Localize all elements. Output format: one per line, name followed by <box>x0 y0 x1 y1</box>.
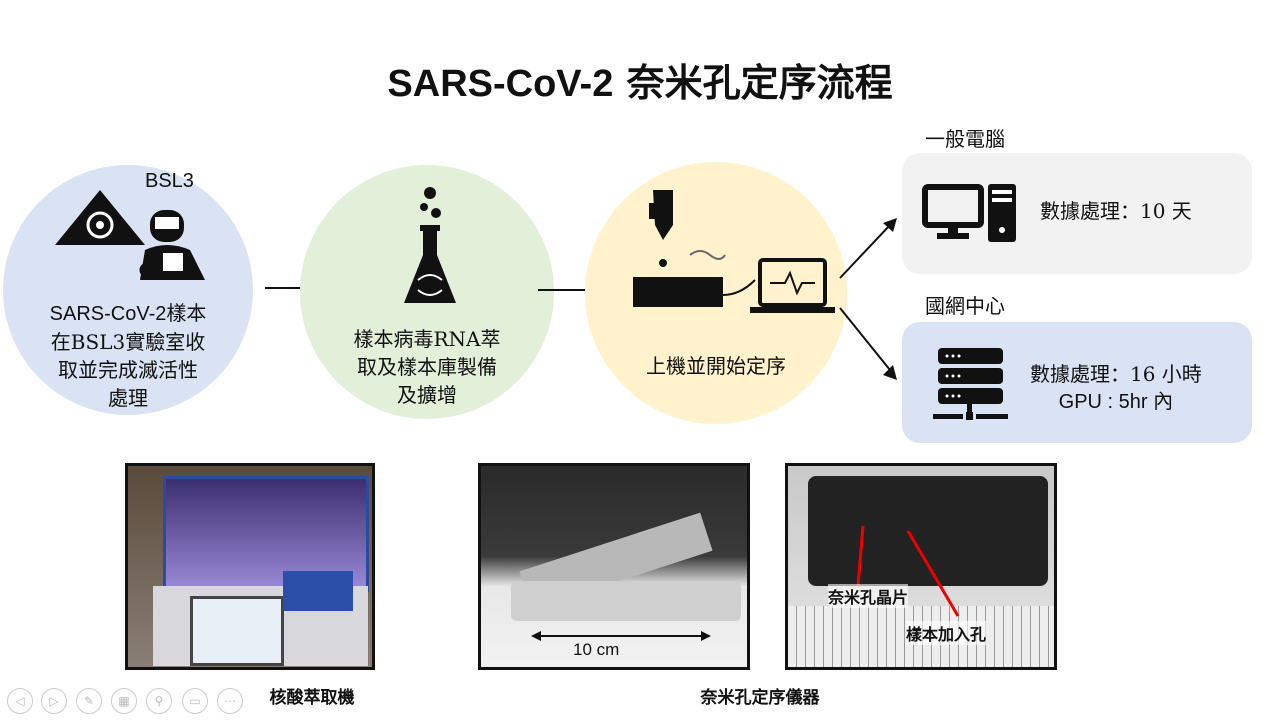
nchc-processing-text: 數據處理：16 小時 <box>1030 362 1202 386</box>
scale-arrow <box>531 631 711 641</box>
step-bsl3 <box>3 165 253 415</box>
photo-nanopore-sequencer: 10 cm <box>478 463 750 670</box>
sample-port-label: 樣本加入孔 <box>906 621 987 645</box>
prev-slide-button[interactable]: ◁ <box>7 688 33 714</box>
caption-sequencer: 奈米孔定序儀器 <box>700 688 820 708</box>
photo-extraction-machine <box>125 463 375 670</box>
server-icon <box>933 348 1008 420</box>
output-pc-box <box>902 153 1252 274</box>
step1-line: 取並完成滅活性 <box>58 358 198 382</box>
desktop-computer-icon <box>922 184 1016 242</box>
step1-line: 處理 <box>108 386 148 410</box>
pen-tool-button[interactable]: ✎ <box>76 688 102 714</box>
flow-cell-label: 奈米孔晶片 <box>828 584 909 608</box>
title-zh: 奈米孔定序流程 <box>613 60 893 105</box>
branch-arrows <box>839 218 897 380</box>
title-en: SARS-CoV-2 <box>387 63 614 105</box>
flask-icon <box>404 187 456 303</box>
subtitles-button[interactable]: ▭ <box>182 688 208 714</box>
zoom-button[interactable]: ⚲ <box>146 688 172 714</box>
step1-line: SARS-CoV-2樣本 <box>49 303 207 325</box>
bsl3-badge: BSL3 <box>145 170 194 192</box>
output-heading-nchc: 國網中心 <box>925 294 1005 318</box>
pc-processing-text: 數據處理：10 天 <box>1040 199 1192 223</box>
output-heading-pc: 一般電腦 <box>925 127 1005 151</box>
sequencer-laptop-icon <box>633 190 835 313</box>
nchc-gpu-text: GPU : 5hr 內 <box>1058 391 1174 413</box>
slide-title: SARS-CoV-2 奈米孔定序流程 <box>0 52 1280 107</box>
step3-line: 上機並開始定序 <box>646 354 786 378</box>
step2-line: 樣本病毒RNA萃 <box>353 327 501 351</box>
scale-label: 10 cm <box>573 640 620 659</box>
next-slide-button[interactable]: ▷ <box>41 688 67 714</box>
step2-line: 取及樣本庫製備 <box>357 355 497 379</box>
caption-extraction-machine: 核酸萃取機 <box>269 688 355 708</box>
biohazard-worker-icon <box>55 190 205 280</box>
more-options-button[interactable]: ⋯ <box>217 688 243 714</box>
step1-line: 在BSL3實驗室收 <box>50 330 206 354</box>
photo-flow-cell: 奈米孔晶片 樣本加入孔 <box>785 463 1057 670</box>
step2-line: 及擴增 <box>397 383 457 407</box>
slide-sorter-button[interactable]: ▦ <box>111 688 137 714</box>
